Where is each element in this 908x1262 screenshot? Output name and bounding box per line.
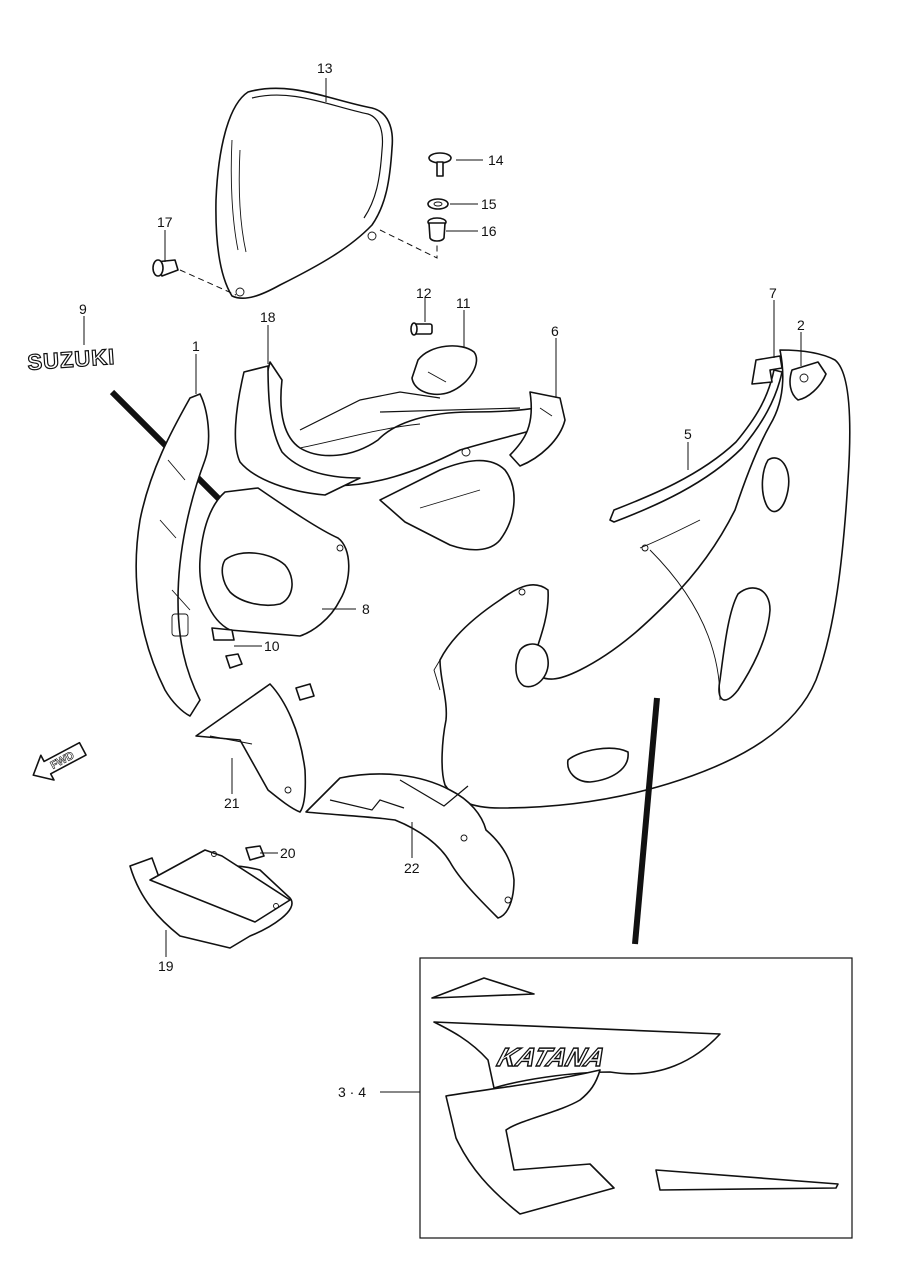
callout-6: 6	[551, 323, 559, 339]
forward-arrow-text: FWD	[49, 750, 77, 772]
inner-cover-part-11	[411, 345, 478, 396]
callout-1: 1	[192, 338, 200, 354]
leader-lines	[83, 78, 802, 1093]
grommet-part-16	[427, 217, 447, 242]
side-cover-part-8	[199, 487, 350, 637]
decal-pointer-line	[632, 697, 660, 945]
nut-part-20	[245, 845, 265, 861]
decal-set-box: KATANA	[419, 957, 853, 1239]
callout-17: 17	[157, 214, 173, 230]
callout-3-4: 3 · 4	[338, 1084, 366, 1100]
callout-11: 11	[456, 295, 471, 311]
bolt-part-12	[410, 322, 433, 336]
screen-bolt-part-17	[152, 259, 179, 277]
left-cowling-part-1	[135, 393, 210, 717]
callout-21: 21	[224, 795, 240, 811]
decal-katana-text: KATANA	[494, 1043, 609, 1072]
windscreen-part-13	[215, 87, 394, 300]
clip-small	[295, 683, 315, 701]
clip-part-10	[211, 627, 243, 669]
screen-bolt-dashline	[179, 269, 237, 296]
callout-7: 7	[769, 285, 777, 301]
washer-part-15	[427, 198, 449, 210]
callout-16: 16	[481, 223, 497, 239]
callout-20: 20	[280, 845, 296, 861]
suzuki-emblem-text: SUZUKI	[27, 344, 116, 375]
callout-8: 8	[362, 601, 370, 617]
callout-12: 12	[416, 285, 432, 301]
screen-hardware-dashline	[379, 229, 438, 259]
callout-10: 10	[264, 638, 280, 654]
inner-duct-assembly	[379, 447, 515, 551]
screen-screw-part-14	[428, 152, 452, 177]
suzuki-emblem-part-9: SUZUKI	[26, 343, 117, 375]
right-cowling-part-5	[433, 349, 851, 809]
callout-22: 22	[404, 860, 420, 876]
under-cowling-part-22	[305, 773, 515, 919]
duct-part-6	[509, 391, 566, 467]
callout-14: 14	[488, 152, 504, 168]
callout-18: 18	[260, 309, 276, 325]
callout-15: 15	[481, 196, 497, 212]
belly-spoiler-part-19	[129, 849, 293, 949]
bracket-part-7	[751, 355, 783, 385]
callout-2: 2	[797, 317, 805, 333]
callout-5: 5	[684, 426, 692, 442]
lower-side-part-21	[195, 683, 307, 813]
callout-9: 9	[79, 301, 87, 317]
forward-arrow-icon: FWD	[32, 741, 87, 781]
bracket-part-2	[789, 361, 827, 401]
inner-panel-part-18	[234, 361, 559, 496]
callout-labels: 13 14 15 16 17 9 12 11 18 1 6 7 2 5 8 10…	[79, 60, 805, 1100]
callout-13: 13	[317, 60, 333, 76]
callout-19: 19	[158, 958, 174, 974]
